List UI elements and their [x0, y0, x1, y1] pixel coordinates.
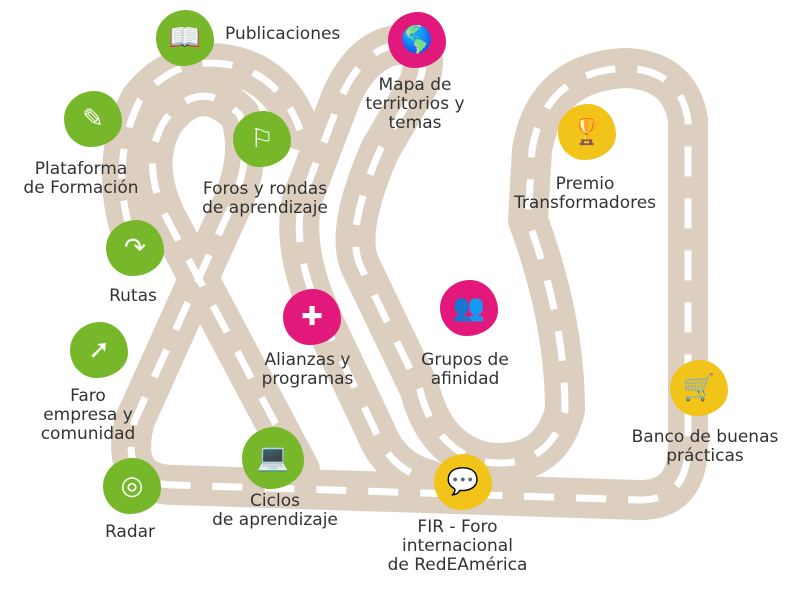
route-arrow-icon[interactable]: ↷: [106, 220, 164, 276]
label-plataforma: Plataforma de Formación: [23, 159, 139, 198]
label-ciclos: Ciclos de aprendizaje: [212, 491, 338, 530]
label-rutas: Rutas: [109, 286, 157, 306]
label-radar: Radar: [104, 522, 156, 542]
lighthouse-beam-icon[interactable]: ➚: [70, 322, 128, 378]
label-fir: FIR - Foro internacional de RedEAmérica: [387, 517, 528, 575]
radar-icon[interactable]: ◎: [103, 458, 161, 514]
laptop-icon[interactable]: 💻: [242, 427, 304, 489]
shopping-cart-icon[interactable]: 🛒: [670, 360, 728, 416]
label-foros: Foros y rondas de aprendizaje: [202, 179, 328, 218]
label-mapa: Mapa de territorios y temas: [365, 75, 465, 133]
label-banco: Banco de buenas prácticas: [631, 427, 779, 466]
label-premio: Premio Transformadores: [513, 174, 657, 213]
label-grupos: Grupos de afinidad: [421, 350, 509, 389]
people-talking-icon[interactable]: 💬: [434, 454, 492, 510]
pencil-icon[interactable]: ✎: [64, 91, 122, 147]
label-alianzas: Alianzas y programas: [261, 350, 354, 389]
people-group-icon[interactable]: 👥: [440, 280, 498, 336]
puzzle-icon[interactable]: ✚: [283, 289, 341, 345]
presenter-board-icon[interactable]: ⚐: [233, 111, 291, 167]
label-faro: Faro empresa y comunidad: [40, 386, 136, 444]
award-trophy-icon[interactable]: 🏆: [558, 104, 616, 160]
book-search-icon[interactable]: 📖: [156, 10, 214, 66]
americas-map-icon[interactable]: 🌎: [388, 12, 446, 68]
label-publicaciones: Publicaciones: [225, 24, 341, 44]
